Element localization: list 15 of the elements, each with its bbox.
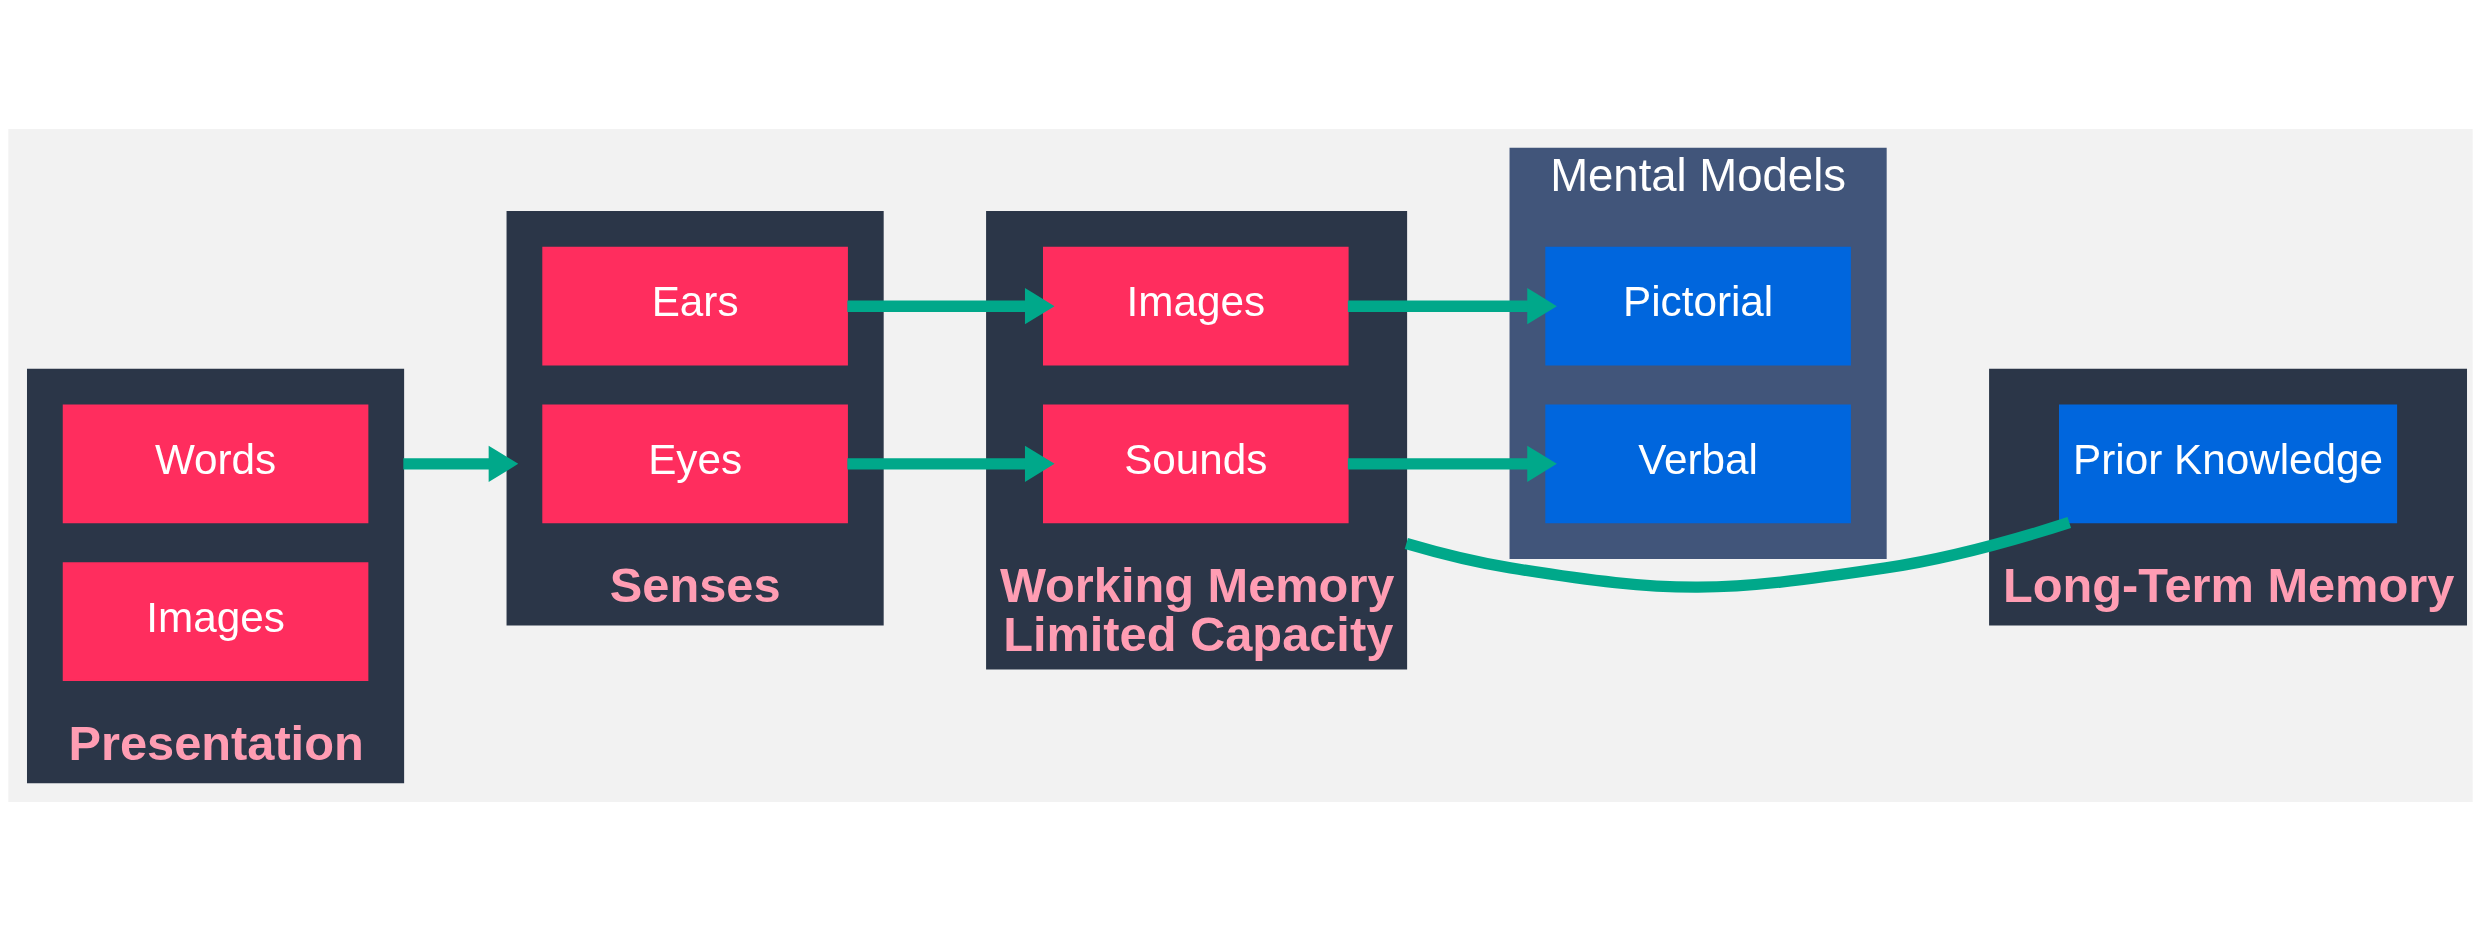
node-box: Verbal	[1545, 404, 1851, 524]
node-box: Prior Knowledge	[2059, 404, 2398, 524]
node-box: Images	[1043, 246, 1349, 366]
node-box: Ears	[542, 246, 848, 366]
arrow	[847, 445, 1055, 482]
node-box: Words	[62, 404, 369, 524]
node-box: Eyes	[542, 404, 848, 524]
connector	[1404, 517, 2071, 593]
arrow	[1347, 445, 1557, 482]
node-box: Pictorial	[1545, 246, 1851, 366]
arrow	[403, 445, 519, 482]
arrow	[1347, 288, 1557, 325]
node-box: Images	[62, 562, 369, 681]
arrow	[847, 288, 1055, 325]
node-box: Sounds	[1043, 404, 1349, 524]
